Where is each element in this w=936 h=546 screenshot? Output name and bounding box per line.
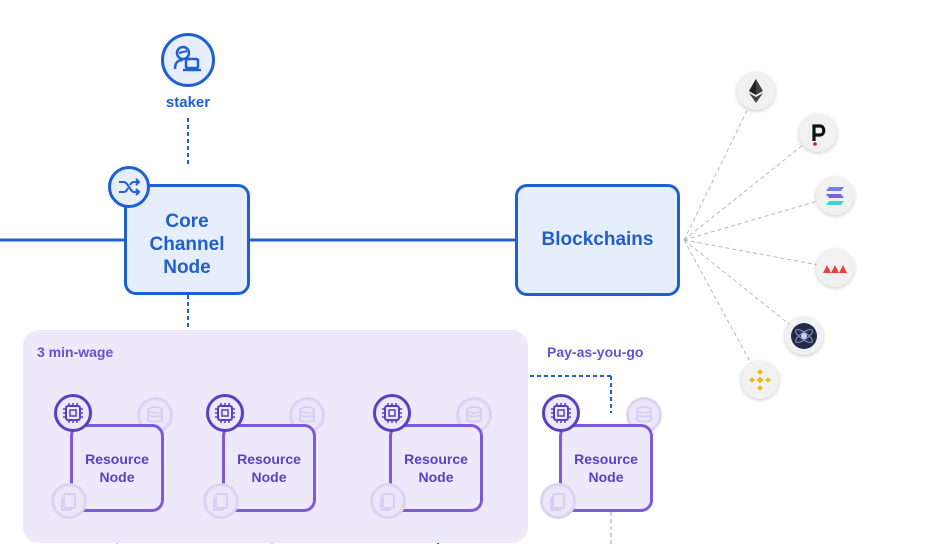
min-wage-label: 3 min-wage <box>37 344 114 360</box>
staker-node <box>161 33 215 87</box>
resource-node-4-line1: Resource <box>574 451 638 467</box>
document-icon <box>540 483 576 519</box>
cpu-chip-icon <box>206 394 244 432</box>
core-channel-node: Core Channel Node <box>124 184 250 295</box>
resource-node-3-line2: Node <box>418 469 454 485</box>
core-node-label: Core Channel Node <box>150 210 225 279</box>
resource-node-2-line2: Node <box>251 469 287 485</box>
fan-line-polkadot <box>683 132 819 241</box>
bnb-icon <box>741 361 779 399</box>
polkadot-icon <box>799 114 837 152</box>
blockchains-node: Blockchains <box>515 184 680 296</box>
fan-line-avalanche <box>683 239 836 269</box>
core-node-label-line2: Channel <box>149 234 225 255</box>
pay-as-you-go-label: Pay-as-you-go <box>547 344 644 360</box>
staker-label: staker <box>165 94 211 111</box>
fan-line-ethereum <box>683 91 757 241</box>
core-node-label-line3: Node <box>163 257 211 278</box>
fan-line-solana <box>683 195 836 241</box>
cpu-chip-icon <box>373 394 411 432</box>
fan-line-cosmos <box>683 239 805 337</box>
resource-node-1-line1: Resource <box>85 451 149 467</box>
document-icon <box>203 483 239 519</box>
resource-node-4-line2: Node <box>588 469 624 485</box>
resource-node-2-line1: Resource <box>237 451 301 467</box>
document-icon <box>51 483 87 519</box>
core-node-label-line1: Core <box>165 211 209 232</box>
cpu-chip-icon <box>54 394 92 432</box>
staker-person-icon <box>173 45 201 72</box>
cpu-chip-icon <box>542 394 580 432</box>
shuffle-icon <box>108 166 150 208</box>
avalanche-icon <box>816 249 854 287</box>
solana-icon <box>816 177 854 215</box>
resource-node-1-line2: Node <box>99 469 135 485</box>
document-icon <box>370 483 406 519</box>
resource-node-3-line1: Resource <box>404 451 468 467</box>
fan-line-bnb <box>683 239 761 381</box>
ethereum-icon <box>737 72 775 110</box>
cosmos-icon <box>785 317 823 355</box>
